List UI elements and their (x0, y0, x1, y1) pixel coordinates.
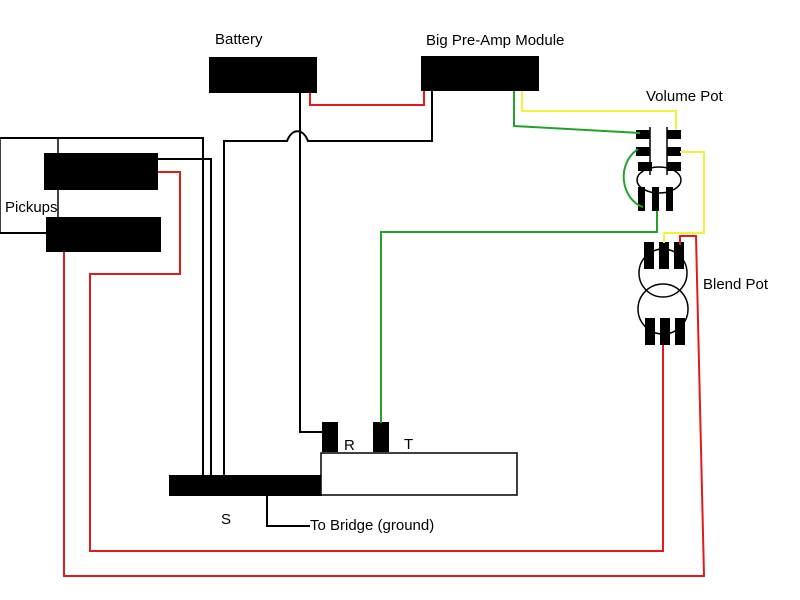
volume-pot-leg (652, 187, 659, 211)
pickup-wire (156, 158, 212, 477)
output-jack (169, 422, 518, 496)
ground-label: To Bridge (ground) (310, 517, 434, 534)
volume-pot-lug (667, 147, 681, 156)
blend-pot-label: Blend Pot (703, 276, 769, 293)
volume-pot-lug (667, 130, 681, 139)
volume-blend-wire (663, 151, 705, 243)
blend-pot-leg (645, 318, 655, 345)
battery (209, 57, 317, 93)
battery-label: Battery (215, 31, 263, 48)
volume-tip-wire (380, 211, 658, 423)
preamp-wire (223, 91, 433, 477)
jack-sleeve-bar (169, 475, 322, 496)
blend-pot (637, 242, 689, 345)
wires (0, 91, 706, 577)
blend-pot-leg (660, 318, 670, 345)
blend-pot-upper (638, 248, 688, 298)
preamp-module (421, 56, 539, 91)
preamp-volume-wire (513, 91, 641, 134)
blend-pot-leg (675, 318, 685, 345)
preamp-label: Big Pre-Amp Module (426, 32, 564, 49)
ring-label: R (344, 437, 355, 454)
pickup-wire (89, 171, 664, 552)
volume-pot-leg (666, 187, 673, 211)
ground-wire (266, 496, 310, 527)
blend-pot-leg (644, 242, 654, 269)
volume-jumper-wire (622, 148, 644, 208)
volume-pot (636, 127, 682, 211)
pickup-wire (63, 235, 706, 577)
jack-ring-lug (322, 422, 338, 452)
volume-pot-lug (638, 162, 652, 171)
volume-pot-lug (667, 162, 681, 171)
volume-pot-lug (636, 130, 650, 139)
volume-pot-label: Volume Pot (646, 88, 724, 105)
volume-pot-lug (636, 147, 650, 156)
jack-tip-lug (373, 422, 389, 452)
pickup-wire (0, 137, 204, 477)
pickups-label: Pickups (5, 199, 58, 216)
battery-wire (299, 93, 323, 433)
pickup-2 (46, 217, 161, 252)
tip-label: T (404, 436, 413, 453)
pickup-1 (44, 153, 158, 190)
volume-pot-leg (638, 187, 645, 211)
battery-preamp-wire (309, 91, 425, 106)
sleeve-label: S (221, 511, 231, 528)
jack-body (320, 452, 518, 496)
preamp-volume-wire (521, 91, 677, 130)
blend-pot-leg (659, 242, 669, 269)
